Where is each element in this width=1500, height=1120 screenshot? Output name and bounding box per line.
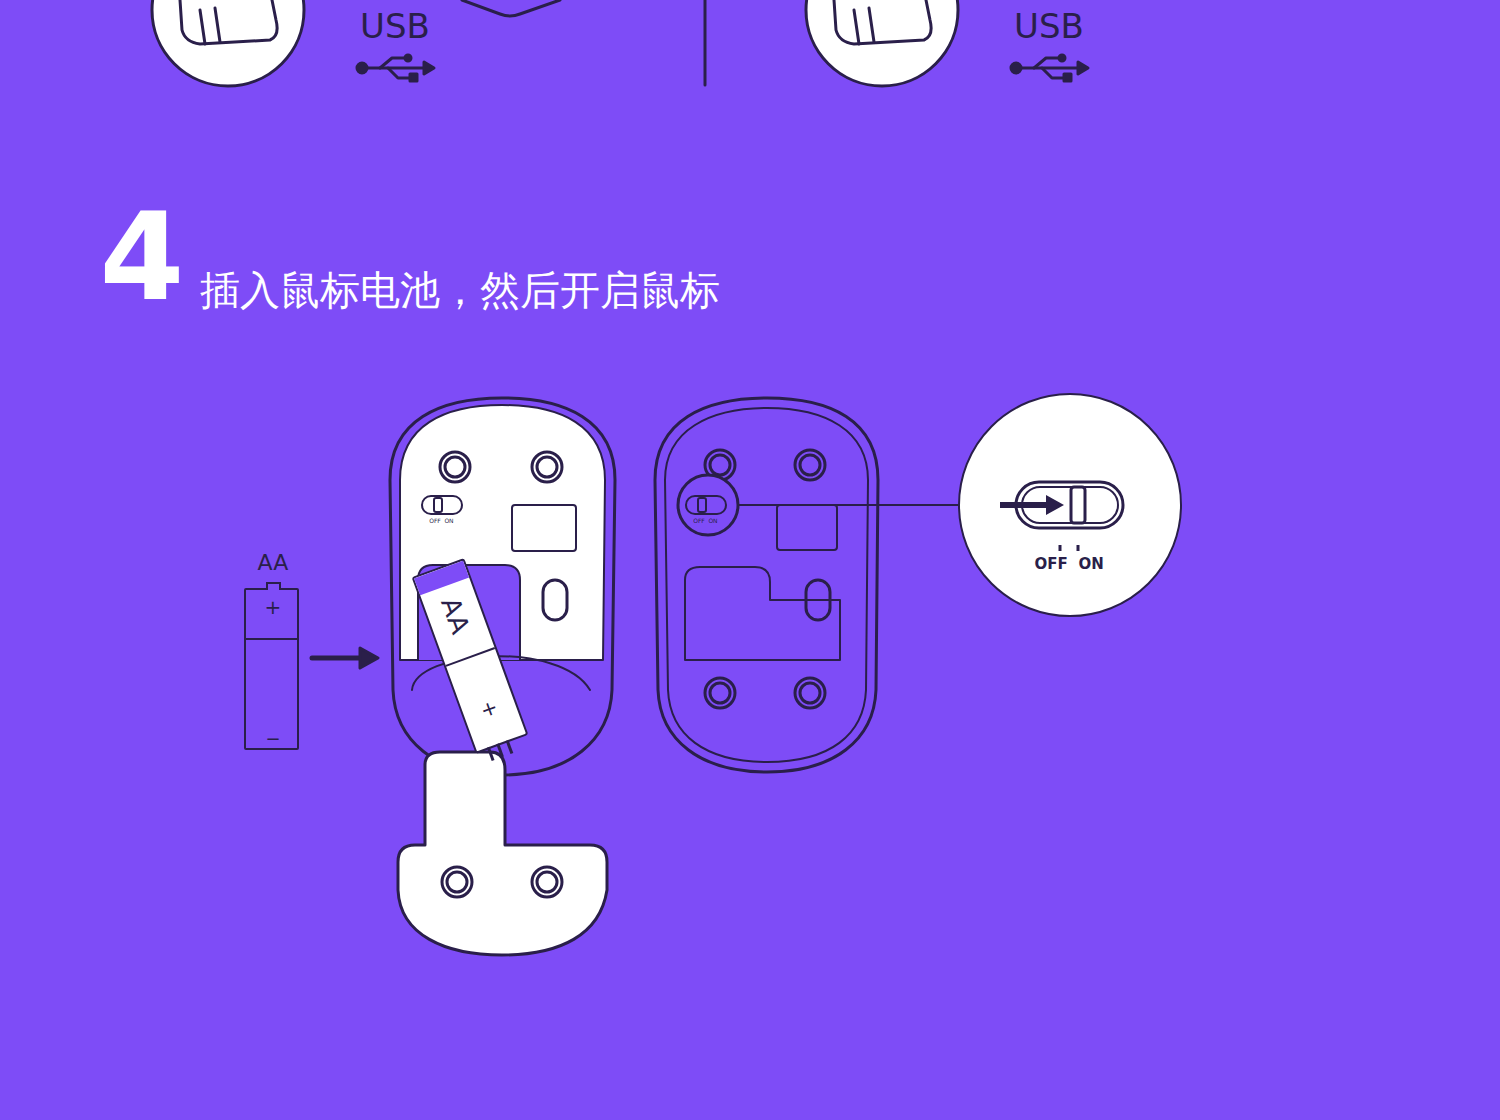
aa-battery: AA+− bbox=[244, 588, 299, 750]
battery-cap bbox=[266, 582, 281, 590]
switch-label: ON bbox=[444, 518, 453, 524]
node-text: − bbox=[266, 730, 281, 748]
node-text: + bbox=[478, 696, 501, 721]
usb-label: USB bbox=[360, 9, 430, 43]
node-text: ON bbox=[1079, 557, 1104, 572]
battery-label: AA bbox=[437, 594, 474, 637]
node-text: + bbox=[265, 597, 282, 617]
step-number: 4 bbox=[100, 196, 185, 318]
switch-label: OFF bbox=[429, 518, 441, 524]
usb-label: USB bbox=[1014, 9, 1084, 43]
battery-band bbox=[446, 647, 496, 667]
step-title: 插入鼠标电池，然后开启鼠标 bbox=[200, 270, 720, 310]
switch-label: ON bbox=[708, 518, 717, 524]
switch-callout: OFF ON bbox=[958, 393, 1182, 617]
power-switch bbox=[958, 393, 1182, 617]
node-text: OFF bbox=[1035, 557, 1068, 572]
battery-label: AA bbox=[258, 552, 289, 574]
switch-label: OFF bbox=[693, 518, 705, 524]
battery-band bbox=[246, 638, 297, 640]
